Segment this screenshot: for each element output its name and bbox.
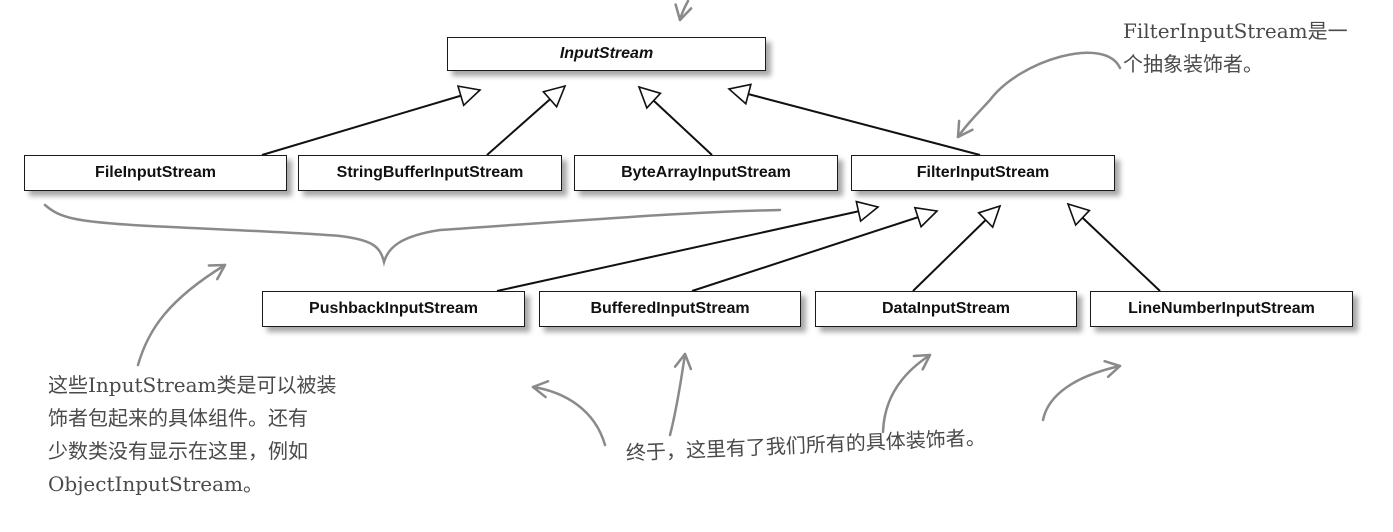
arrow-filter-to-inputstream	[727, 83, 981, 156]
concrete-components-note: 这些InputStream类是可以被装 饰者包起来的具体组件。还有 少数类没有显…	[48, 373, 337, 496]
arrow-bytearray-to-inputstream	[637, 85, 713, 156]
class-datainputstream: DataInputStream	[815, 291, 1077, 327]
class-stringbufferinputstream: StringBufferInputStream	[298, 155, 562, 191]
class-linenumberinputstream: LineNumberInputStream	[1090, 291, 1353, 327]
filter-note-arrow	[956, 51, 1122, 139]
components-brace	[43, 203, 782, 267]
class-pushbackinputstream: PushbackInputStream	[262, 291, 525, 327]
top-hint-arrow	[674, 0, 693, 22]
decorator-arrow-pushback	[531, 380, 607, 447]
decorator-arrow-linenumber	[1041, 359, 1122, 422]
class-fileinputstream: FileInputStream	[24, 155, 287, 191]
filter-abstract-decorator-note: FilterInputStream是一 个抽象装饰者。	[1123, 19, 1348, 76]
inheritance-arrows	[261, 83, 1161, 292]
arrow-stringbuffer-to-inputstream	[486, 84, 567, 156]
class-bufferedinputstream: BufferedInputStream	[539, 291, 801, 327]
arrow-data-to-filter	[912, 204, 1002, 292]
arrow-fileinputstream-to-inputstream	[261, 85, 482, 156]
arrow-pushback-to-filter	[496, 200, 880, 292]
arrow-buffered-to-filter	[691, 206, 939, 292]
components-note-arrow	[136, 263, 227, 367]
class-inputstream: InputStream	[447, 37, 766, 71]
hand-drawn-annotations	[43, 0, 1122, 447]
class-filterinputstream: FilterInputStream	[851, 155, 1115, 191]
arrow-linenumber-to-filter	[1066, 202, 1161, 292]
class-bytearrayinputstream: ByteArrayInputStream	[574, 155, 838, 191]
decorator-arrow-buffered	[668, 352, 693, 437]
decorator-arrow-data	[881, 353, 932, 434]
